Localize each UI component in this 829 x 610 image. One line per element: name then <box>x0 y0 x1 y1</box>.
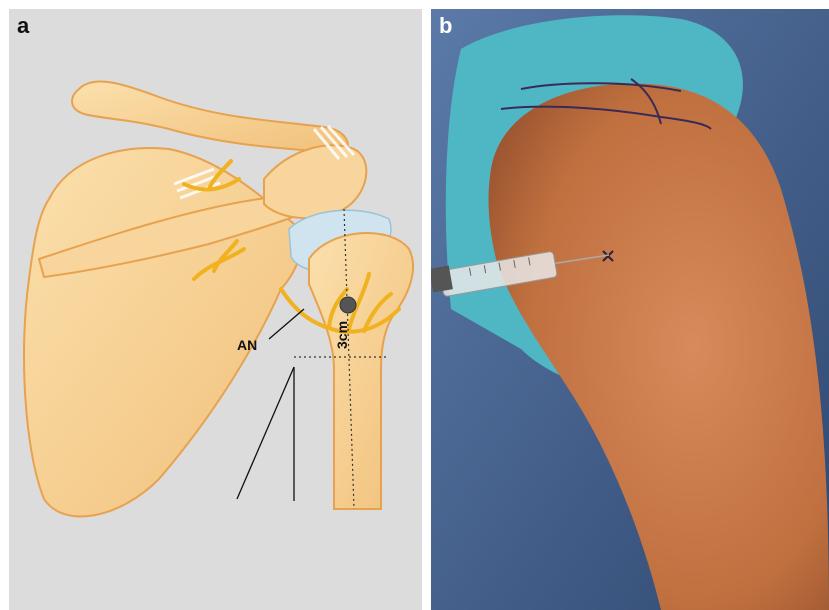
acromion <box>264 145 366 218</box>
injection-photo <box>431 9 829 610</box>
injection-point-marker <box>340 297 356 313</box>
nerve-label: AN <box>237 337 257 353</box>
angle-lines <box>237 367 294 501</box>
distance-label: 3cm <box>334 321 350 349</box>
panel-b-letter: b <box>439 13 452 39</box>
nerve-leader-line <box>269 309 304 339</box>
clavicle <box>72 81 348 154</box>
panel-a-letter: a <box>17 13 29 39</box>
panel-b-photograph: b <box>431 9 829 610</box>
shoulder-anatomy-diagram: AN 3cm <box>9 9 422 610</box>
panel-a-illustration: AN 3cm a <box>9 9 422 610</box>
humerus <box>309 233 413 509</box>
